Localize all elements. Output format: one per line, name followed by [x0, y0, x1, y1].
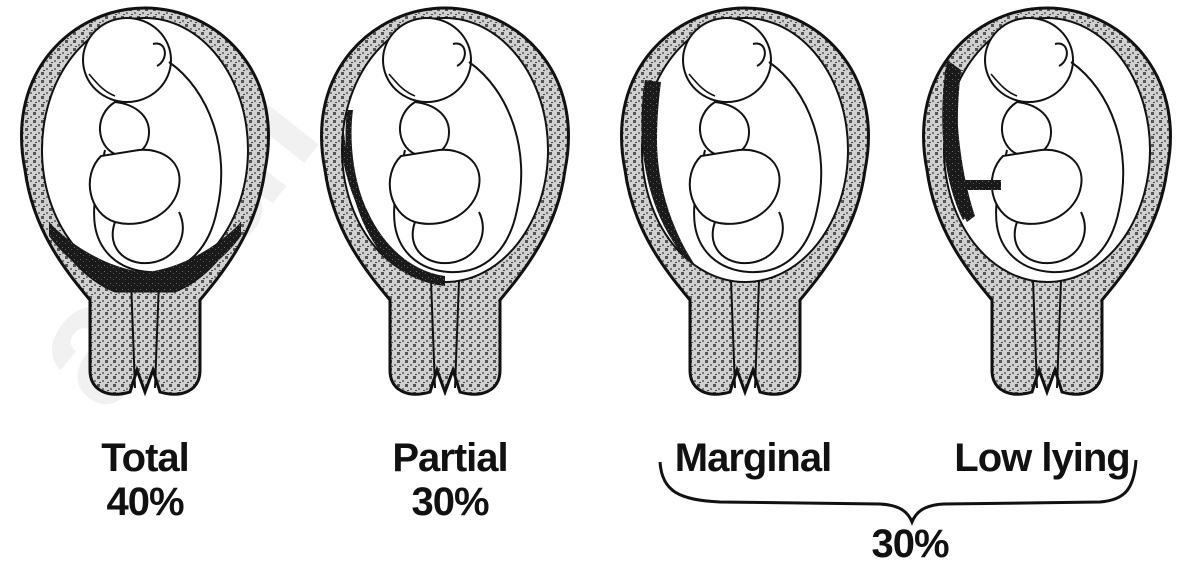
uterus-total — [22, 8, 269, 394]
label-total-percent: 40% — [75, 480, 215, 524]
label-total: Total 40% — [75, 436, 215, 524]
label-marginal: Marginal — [668, 436, 838, 480]
uterus-marginal — [622, 8, 869, 394]
label-partial: Partial 30% — [375, 436, 525, 524]
label-total-name: Total — [75, 436, 215, 480]
label-low-lying: Low lying — [952, 436, 1132, 480]
label-partial-percent: 30% — [375, 480, 525, 524]
label-combined-percent: 30% — [840, 522, 980, 566]
label-partial-name: Partial — [375, 436, 525, 480]
label-low-lying-name: Low lying — [952, 436, 1132, 480]
uterus-partial — [322, 8, 569, 394]
label-marginal-name: Marginal — [668, 436, 838, 480]
uterus-low-lying — [924, 8, 1171, 394]
